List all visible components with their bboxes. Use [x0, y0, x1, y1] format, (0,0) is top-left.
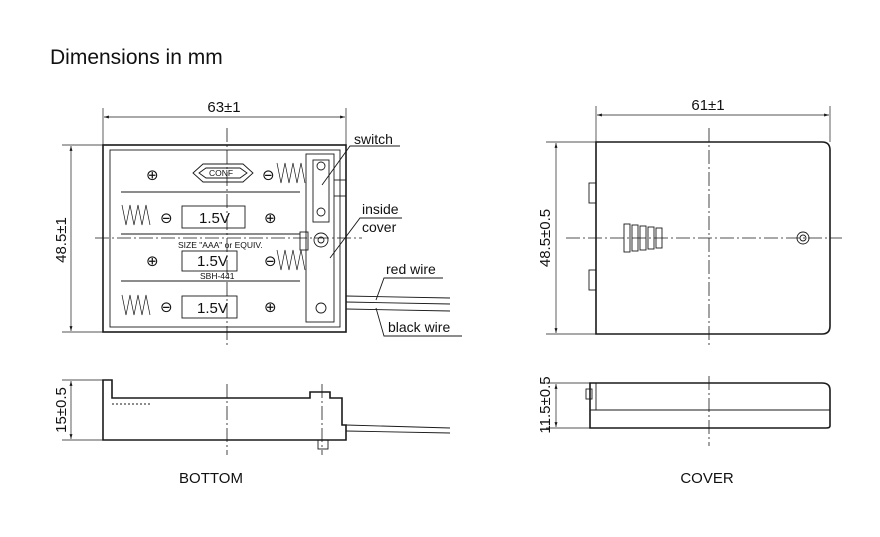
model-text: SBH-441	[200, 271, 235, 281]
cover-label: cover	[362, 219, 397, 235]
holder-height-value: 48.5±1	[53, 217, 70, 263]
cover-height-value: 48.5±0.5	[537, 209, 554, 267]
plus-symbol: ⊕	[264, 299, 277, 316]
minus-symbol: ⊖	[160, 210, 173, 227]
cell-row-2: ⊖ 1.5V ⊕	[121, 204, 309, 251]
plus-symbol: ⊕	[264, 210, 277, 227]
holder-width-value: 63±1	[207, 99, 240, 116]
logo-text: CONF	[209, 168, 233, 178]
holder-height-dimension	[62, 144, 103, 333]
cover-grip	[623, 223, 663, 253]
bottom-caption: BOTTOM	[179, 470, 243, 487]
cover-caption: COVER	[680, 470, 734, 487]
black-wire-label: black wire	[388, 319, 450, 335]
page-title: Dimensions in mm	[50, 46, 223, 69]
minus-symbol: ⊖	[264, 253, 277, 270]
minus-symbol: ⊖	[262, 167, 275, 184]
switch-label: switch	[354, 131, 393, 147]
cover-width-value: 61±1	[691, 97, 724, 114]
holder-side-view	[62, 379, 451, 455]
cell-label: 1.5V	[197, 300, 228, 317]
holder-side-height-value: 15±0.5	[53, 387, 70, 433]
plus-symbol: ⊕	[146, 253, 159, 270]
cell-row-3: SIZE "AAA" or EQUIV. ⊕ 1.5V SBH-441 ⊖	[121, 240, 306, 282]
plus-symbol: ⊕	[146, 167, 159, 184]
cover-side-view	[546, 376, 831, 446]
cover-top-view	[566, 128, 842, 348]
cell-label: 1.5V	[197, 253, 228, 270]
size-text: SIZE "AAA" or EQUIV.	[178, 240, 263, 250]
inside-label: inside	[362, 201, 399, 217]
cover-width-dimension	[595, 106, 831, 142]
cell-label: 1.5V	[199, 210, 230, 227]
cover-height-dimension	[546, 141, 596, 335]
holder-width-dimension	[102, 108, 347, 145]
cell-row-1: ⊕ CONF ⊖	[121, 162, 306, 193]
cell-row-4: ⊖ 1.5V ⊕	[121, 294, 277, 319]
holder-top-view: ⊕ CONF ⊖ ⊖ 1.5V ⊕ SIZE "AAA" or EQUIV. ⊕…	[95, 128, 362, 348]
wires	[345, 295, 451, 312]
cover-side-height-value: 11.5±0.5	[537, 376, 554, 433]
callout-leaders	[321, 145, 462, 337]
red-wire-label: red wire	[386, 261, 436, 277]
minus-symbol: ⊖	[160, 299, 173, 316]
